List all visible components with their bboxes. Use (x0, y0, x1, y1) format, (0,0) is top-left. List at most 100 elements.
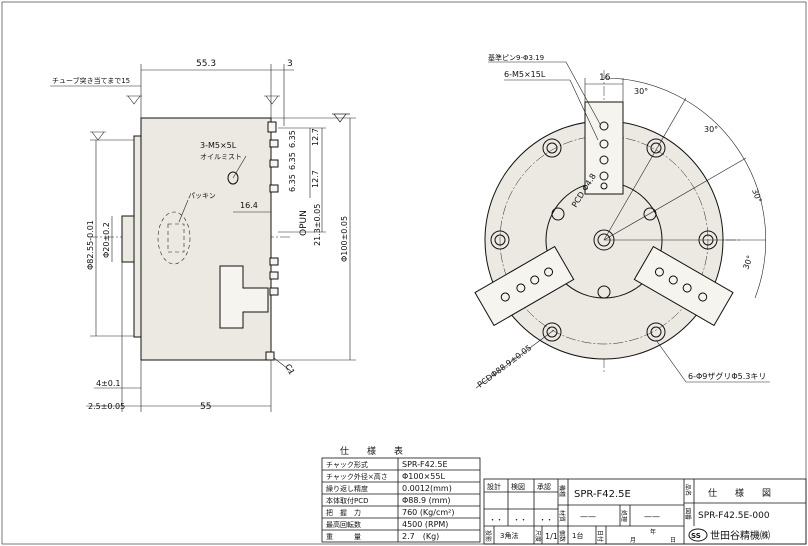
angle-1: 30° (634, 87, 648, 96)
port-2 (269, 159, 279, 168)
spec-table-frame (321, 457, 481, 543)
tb-drawing-name: 仕 様 図 (708, 487, 771, 499)
tb-col-date: 日付 (596, 530, 604, 542)
spec-row-value: Φ100×55L (402, 472, 445, 481)
port-4 (269, 257, 279, 266)
surface-mark-5 (332, 113, 350, 123)
dim-6-35-c: 6.35 (288, 174, 297, 192)
dim-open: OPUN (299, 210, 309, 236)
label-m5-hole: 3-M5×5L (200, 141, 237, 150)
spec-row-value: 0.0012(mm) (402, 484, 452, 493)
dim-open-stroke: 21.3±0.05 (313, 204, 322, 246)
port-1 (269, 139, 279, 148)
dim-dia-20: Φ20±0.2 (102, 222, 111, 258)
title-block-frame (483, 478, 807, 545)
tb-col-check: 検図 (511, 482, 525, 491)
tb-qty: 1台 (572, 531, 583, 540)
spec-row-label: 最高回転数 (326, 520, 361, 529)
dim-12-7-b: 12.7 (311, 170, 320, 188)
jaw-hole (599, 155, 609, 165)
cb-hole (542, 138, 562, 158)
cb-hole-inner (546, 326, 558, 338)
jaw-lower-right (633, 245, 734, 327)
spec-row-value: 760 (Kg/cm²) (402, 508, 454, 517)
oil-mist-leader (232, 155, 247, 179)
label-counterbore: 6-Φ9ザグリΦ5.3キリ (688, 371, 766, 381)
label-oil-mist: オイルミスト (200, 153, 242, 161)
spec-row-label: チャック外径×高さ (326, 472, 388, 481)
jaw-hole (668, 275, 678, 285)
port-6 (269, 287, 279, 296)
dim-dia-100: Φ100±0.05 (340, 216, 349, 262)
spec-row-label: 繰り返し精度 (326, 484, 368, 493)
jaw-hole (530, 275, 540, 285)
tb-col-scale: 尺度 (534, 530, 542, 542)
angle-4: 30° (741, 254, 754, 270)
dim-6-35-a: 6.35 (288, 130, 297, 148)
tb-col-name: 品名 (684, 484, 692, 496)
spec-row-value: Φ88.9 (mm) (402, 496, 450, 505)
c1-leader (273, 357, 293, 373)
pcd-88-leader (475, 329, 555, 389)
label-packing: パッキン (188, 192, 216, 200)
angle-ray-2 (603, 157, 747, 241)
tb-date-month: 月 (630, 537, 636, 544)
jaw-hole (600, 182, 608, 190)
port-5 (269, 271, 279, 280)
dim-16-4: 16.4 (240, 201, 258, 210)
label-m5-15: 6-M5×15L (504, 70, 546, 79)
internal-bore-hidden (167, 223, 185, 253)
company-logo-text: SS (691, 532, 701, 540)
jaw-hole (682, 283, 692, 293)
tube-note: チューブ突き当てまで15 (52, 76, 130, 85)
spec-row-label: 把 握 力 (326, 508, 361, 517)
angle-3: 30° (750, 188, 763, 204)
jaw-hole (599, 171, 609, 181)
jaw-top-front (584, 101, 624, 195)
company-logo (688, 528, 708, 542)
spec-table: 仕 様 表 チャック形式 SPR-F42.5E チャック外径×高さ Φ100×5… (321, 445, 481, 543)
angle-arc-outer (603, 77, 767, 299)
jaw-top (267, 121, 277, 133)
tb-col-projection: 投影 (484, 530, 492, 542)
spec-row-value: SPR-F42.5E (402, 460, 448, 469)
tb-date-day: 日 (670, 537, 676, 544)
cb-hole (490, 230, 510, 250)
inner-hole (597, 285, 611, 299)
port-3 (269, 184, 279, 193)
inner-hole (643, 207, 657, 221)
jaw-hole (599, 139, 609, 149)
oil-mist-hole (227, 171, 239, 185)
packing-leader (178, 199, 189, 223)
tb-col-qty: 個数 (558, 530, 566, 542)
surface-mark-1 (126, 95, 142, 105)
title-block: 設計 検図 承認 ・・ ・・ ・・ 機種 SPR-F42.5E 材質 —— 処理… (483, 478, 807, 545)
jaw-hole (500, 292, 510, 302)
label-pin: 基準ピン9-Φ3.19 (488, 53, 544, 62)
dim-dia-left: Φ82.55-0.01 (86, 220, 95, 270)
spec-row-label: チャック形式 (326, 460, 368, 469)
tb-dots-3: ・・ (539, 516, 553, 524)
dim-3: 3 (287, 59, 293, 69)
tb-col-design: 設計 (487, 482, 501, 491)
jaw-lower-left (474, 245, 575, 327)
tb-date-year: 年 (650, 528, 656, 536)
cb-hole-inner (650, 142, 662, 154)
jaw-bottom (265, 351, 275, 361)
tb-material: —— (580, 512, 596, 521)
tb-dots-1: ・・ (489, 516, 503, 524)
m5-leader-2 (569, 79, 599, 141)
tb-col-treatment: 処理 (620, 510, 628, 522)
jaw-hole (654, 267, 664, 277)
company-name: 世田谷精機㈱ (710, 529, 770, 542)
cb-hole (646, 138, 666, 158)
cb-leader (655, 339, 687, 383)
surface-mark-3 (90, 131, 106, 141)
dim-2-5: 2.5±0.05 (88, 402, 125, 411)
dim-6-35-b: 6.35 (288, 152, 297, 170)
tb-col-model: 機種 (558, 485, 566, 497)
angle-2: 30° (704, 125, 718, 134)
cb-hole (646, 322, 666, 342)
